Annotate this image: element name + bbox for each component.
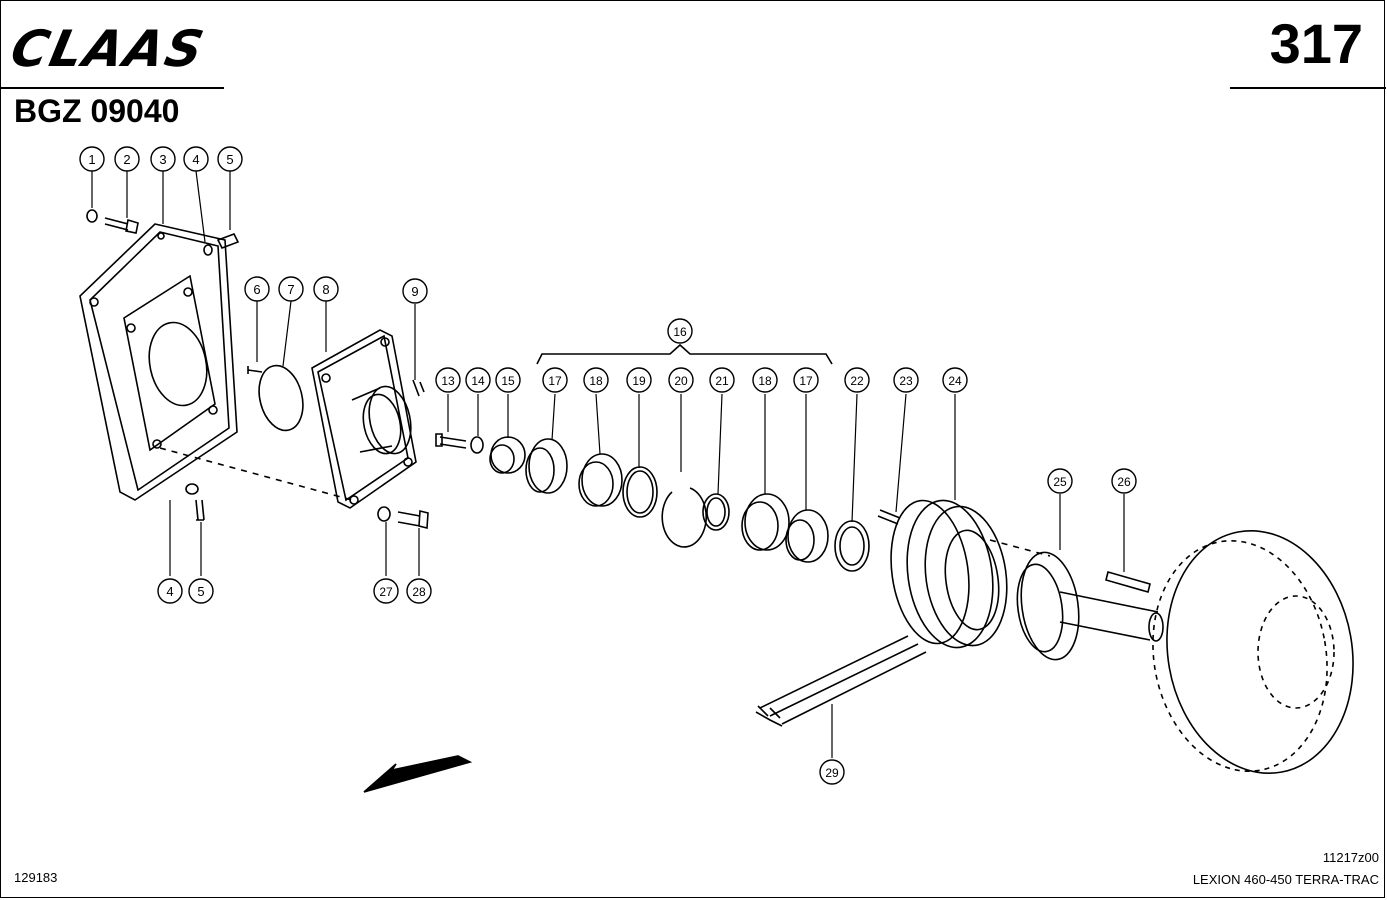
bolt-1-washer [86,209,240,256]
svg-text:17: 17 [799,374,813,388]
group-bracket-16 [536,343,833,365]
screw-9 [412,379,425,397]
svg-text:23: 23 [899,374,913,388]
callout-17-b: 17 [793,367,819,393]
svg-text:15: 15 [501,374,515,388]
screw-23 [877,509,901,525]
callout-19: 19 [626,367,652,393]
leader-lines [91,170,1125,758]
callout-7: 7 [278,276,304,302]
svg-text:16: 16 [673,325,687,339]
callout-2: 2 [114,146,140,172]
callout-9: 9 [402,278,428,304]
callout-29: 29 [819,759,845,785]
callout-4-top: 4 [183,146,209,172]
svg-text:22: 22 [850,374,864,388]
callout-22: 22 [844,367,870,393]
callout-16: 16 [667,318,693,344]
callout-28: 28 [406,578,432,604]
svg-text:26: 26 [1117,475,1131,489]
callout-1: 1 [79,146,105,172]
bolt-13-washer-14-cap-15 [435,433,526,474]
page-number: 317 [1269,12,1363,75]
svg-text:25: 25 [1053,475,1067,489]
callout-3: 3 [150,146,176,172]
callout-14: 14 [465,367,491,393]
doc-number: 129183 [14,870,58,885]
hub-shaft [1016,551,1164,661]
header-rule-left [0,87,224,89]
svg-text:13: 13 [441,374,455,388]
key [1105,571,1151,593]
callout-23: 23 [893,367,919,393]
callout-4-bottom: 4 [157,578,183,604]
svg-text:7: 7 [287,282,294,297]
bearing-set [525,438,870,572]
svg-text:19: 19 [632,374,646,388]
direction-arrow [363,755,473,793]
svg-text:17: 17 [548,374,562,388]
callout-8: 8 [313,276,339,302]
bearing-housing [311,329,417,509]
svg-text:27: 27 [379,585,393,599]
hidden-line [159,447,353,501]
callout-15: 15 [495,367,521,393]
callout-24: 24 [942,367,968,393]
svg-text:18: 18 [589,374,603,388]
svg-text:8: 8 [322,282,329,297]
svg-text:6: 6 [253,282,260,297]
washer-bolt-bottom [377,506,429,530]
header-rule-right [1230,87,1386,89]
group-code: BGZ 09040 [14,93,180,129]
callout-26: 26 [1111,468,1137,494]
callout-27: 27 [373,578,399,604]
drive-wheel [1152,529,1354,775]
svg-text:24: 24 [948,374,962,388]
callout-18-b: 18 [752,367,778,393]
callout-21: 21 [709,367,735,393]
bottom-washer-screw [185,483,205,521]
svg-text:3: 3 [159,152,166,167]
callout-25: 25 [1047,468,1073,494]
pulley [890,499,1008,649]
model-name: LEXION 460-450 TERRA-TRAC [1192,872,1379,887]
callout-13: 13 [435,367,461,393]
svg-text:4: 4 [166,584,173,599]
callouts: 1 2 3 4 5 6 7 8 9 13 14 15 16 17 18 19 2… [79,146,1137,785]
callout-20: 20 [668,367,694,393]
svg-text:5: 5 [226,152,233,167]
svg-text:28: 28 [412,585,426,599]
svg-text:2: 2 [123,152,130,167]
callout-6: 6 [244,276,270,302]
svg-text:4: 4 [192,152,199,167]
callout-18-a: 18 [583,367,609,393]
svg-text:21: 21 [715,374,729,388]
svg-text:20: 20 [674,374,688,388]
drive-belt [755,635,927,727]
svg-text:29: 29 [825,766,839,780]
callout-17-a: 17 [542,367,568,393]
gasket [247,364,304,432]
svg-text:9: 9 [411,284,418,299]
svg-text:14: 14 [471,374,485,388]
drawing-ref: 11217z00 [1322,850,1379,865]
housing-plate [79,223,238,501]
callout-5-top: 5 [217,146,243,172]
callout-5-bottom: 5 [188,578,214,604]
svg-text:1: 1 [88,152,95,167]
svg-text:18: 18 [758,374,772,388]
svg-text:5: 5 [197,584,204,599]
